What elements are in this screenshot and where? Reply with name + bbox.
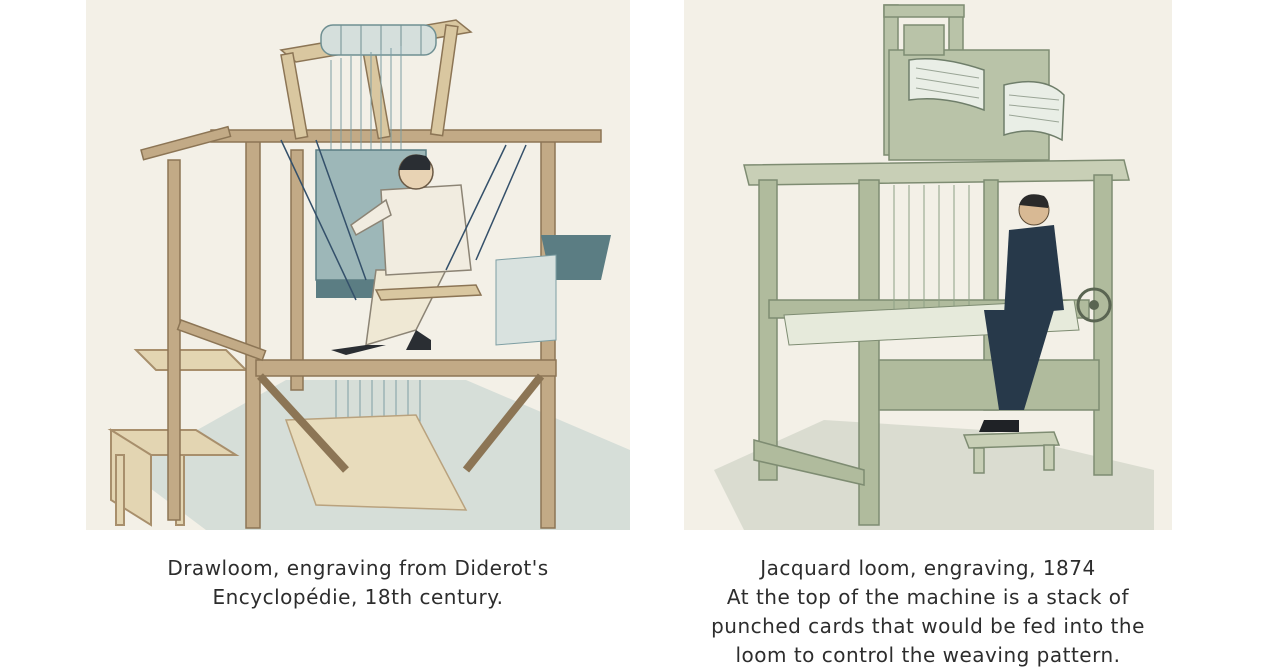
caption-line: Jacquard loom, engraving, 1874 — [760, 556, 1096, 580]
drawloom-illustration — [86, 0, 630, 530]
weaver-figure — [979, 194, 1064, 432]
weaver-seat — [374, 284, 483, 301]
side-frame — [495, 254, 557, 346]
loom-frame — [140, 125, 602, 529]
gear-wheel — [1076, 287, 1112, 323]
caption-line: At the top of the machine is a stack of — [726, 585, 1130, 609]
caption-line: Drawloom, engraving from Diderot's — [167, 556, 549, 580]
top-platform — [743, 159, 1130, 186]
drawloom-drawing — [107, 19, 630, 530]
jacquard-loom-caption: Jacquard loom, engraving, 1874 At the to… — [684, 554, 1172, 670]
jacquard-loom-drawing — [714, 4, 1154, 530]
side-box — [541, 235, 611, 280]
caption-line: loom to control the weaving pattern. — [735, 643, 1121, 667]
caption-line: Encyclopédie, 18th century. — [212, 585, 504, 609]
jacquard-loom-illustration — [684, 0, 1172, 530]
floor-shadow — [714, 420, 1154, 530]
treadle-boards — [284, 414, 468, 511]
punched-cards — [908, 58, 1065, 142]
caption-line: punched cards that would be fed into the — [711, 614, 1145, 638]
pulley-roll — [320, 24, 437, 56]
frame-cords — [280, 139, 527, 301]
drawloom-caption: Drawloom, engraving from Diderot's Encyc… — [86, 554, 630, 612]
foot-stool — [962, 431, 1061, 474]
